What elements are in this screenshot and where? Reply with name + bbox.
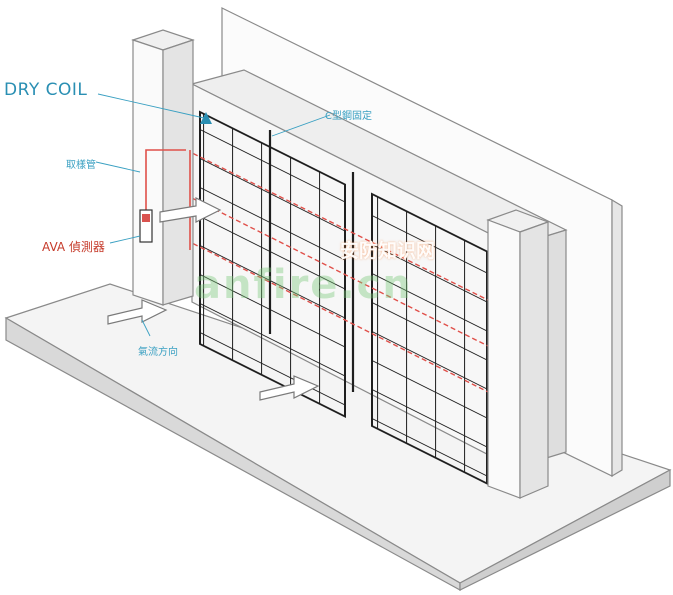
- dry-coil-marker-icon: [200, 112, 212, 124]
- watermark-cn: 安防知识网: [340, 240, 436, 262]
- right-pillar: [486, 209, 550, 499]
- dry-coil-label: DRY COIL: [4, 80, 88, 100]
- sampling-pipes: [185, 149, 501, 399]
- ground-slab: [4, 283, 672, 592]
- coil-grid-left: [199, 110, 346, 418]
- c-beam: [268, 130, 355, 392]
- watermark-latin: anfire.cn: [194, 262, 413, 308]
- c-bracket-label: C型鋼固定: [325, 111, 372, 122]
- leader-lines: [95, 93, 331, 337]
- airflow-direction-label: 氣流方向: [138, 347, 178, 358]
- pillar-pipe: [145, 149, 191, 250]
- left-pillar: [131, 29, 195, 306]
- ava-detector-label: AVA 偵測器: [42, 240, 105, 254]
- hollow-arrow-icon: [107, 197, 320, 401]
- detector-box-icon: [139, 209, 153, 243]
- coil-grid-right: [371, 192, 488, 485]
- sampling-pipe-label: 取樣管: [66, 160, 96, 171]
